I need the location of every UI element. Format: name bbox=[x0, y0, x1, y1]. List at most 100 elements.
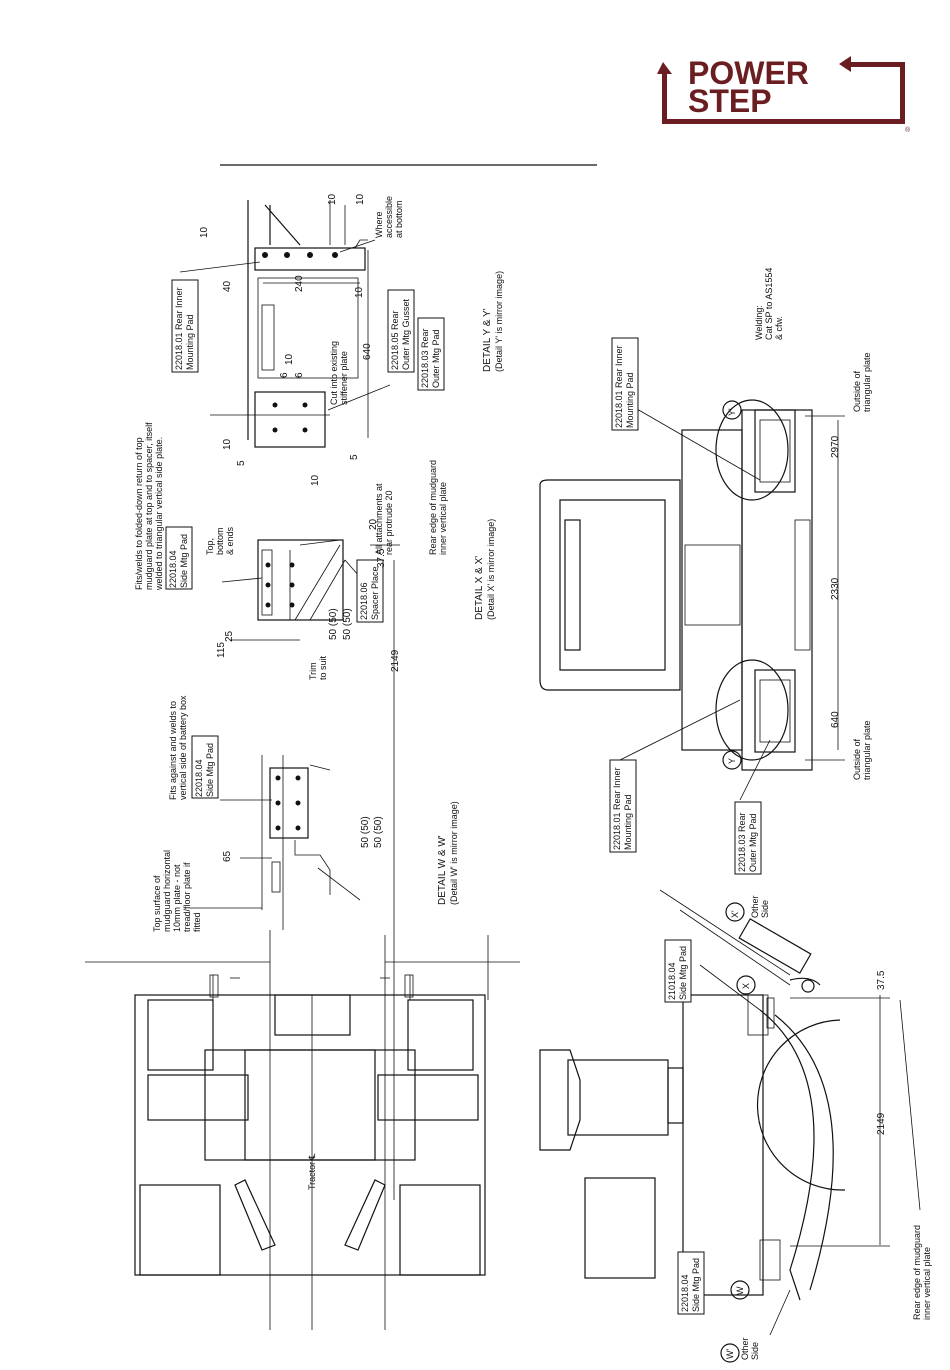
svg-text:at bottom: at bottom bbox=[394, 200, 404, 238]
dim-25: 25 bbox=[224, 630, 235, 642]
svg-text:21018.04: 21018.04 bbox=[667, 962, 677, 1000]
svg-text:Spacer Place: Spacer Place bbox=[370, 566, 380, 620]
svg-text:Side Mtg Pad: Side Mtg Pad bbox=[691, 1258, 701, 1312]
svg-text:Cut into existing: Cut into existing bbox=[329, 341, 339, 405]
tractor-centerline-label: Tractor ℄ bbox=[307, 1153, 317, 1190]
note-other-side-w: Other Side bbox=[740, 1337, 760, 1360]
dim-5-a: 5 bbox=[236, 460, 247, 466]
svg-text:Outside of: Outside of bbox=[852, 738, 862, 780]
svg-text:Outer Mtg Pad: Outer Mtg Pad bbox=[431, 329, 441, 388]
detail-x-title: DETAIL X & X' (Detail X' is mirror image… bbox=[474, 519, 496, 620]
svg-text:mudguard plate at top and to s: mudguard plate at top and to spacer, its… bbox=[144, 422, 154, 590]
note-outside-triangular-b: Outside of triangular plate bbox=[852, 720, 872, 780]
svg-text:Side Mtg Pad: Side Mtg Pad bbox=[678, 946, 688, 1000]
svg-text:Top surface of: Top surface of bbox=[152, 875, 162, 932]
svg-text:22018.03 Rear: 22018.03 Rear bbox=[420, 328, 430, 388]
svg-text:& cfw.: & cfw. bbox=[774, 316, 784, 340]
dim-2149-b: 2149 bbox=[876, 1112, 887, 1135]
label-side-mtg-pad: 22018.04 Side Mtg Pad bbox=[165, 526, 193, 590]
dim-10-c: 10 bbox=[355, 193, 366, 205]
svg-text:Where: Where bbox=[374, 211, 384, 238]
svg-text:Mounting Pad: Mounting Pad bbox=[185, 314, 195, 370]
label-spacer-place: 22018.06 Spacer Place bbox=[356, 559, 384, 623]
svg-text:Fits/welds to folded-down retu: Fits/welds to folded-down return of top bbox=[134, 437, 144, 590]
svg-text:rear protrude 20: rear protrude 20 bbox=[384, 490, 394, 555]
label-rear-outer-mtg-gusset: 22018.05 Rear Outer Mtg Gusset bbox=[387, 289, 415, 373]
svg-text:22018.04: 22018.04 bbox=[680, 1274, 690, 1312]
svg-text:accessible: accessible bbox=[384, 196, 394, 238]
dim-6-b: 6 bbox=[294, 372, 305, 378]
label-side-mtg-pad-c: 22018.04 Side Mtg Pad bbox=[677, 1251, 705, 1315]
dim-2330: 2330 bbox=[830, 577, 841, 600]
dim-50-c: 50 (50) bbox=[360, 816, 371, 848]
svg-text:& ends: & ends bbox=[225, 526, 235, 555]
dim-5-b: 5 bbox=[349, 454, 360, 460]
svg-text:to suit: to suit bbox=[318, 655, 328, 680]
note-fits-against: Fits against and welds to vertical side … bbox=[168, 695, 188, 800]
dim-10-g: 10 bbox=[310, 474, 321, 486]
svg-text:triangular plate: triangular plate bbox=[862, 720, 872, 780]
svg-text:22018.04: 22018.04 bbox=[194, 759, 204, 797]
detail-y-title: DETAIL Y & Y' (Detail Y' is mirror image… bbox=[482, 271, 504, 372]
note-rear-edge-mudguard: Rear edge of mudguard inner vertical pla… bbox=[428, 460, 448, 555]
svg-text:22018.06: 22018.06 bbox=[359, 582, 369, 620]
dim-6-a: 6 bbox=[279, 372, 290, 378]
dim-10-e: 10 bbox=[284, 353, 295, 365]
note-trim-to-suit: Trim to suit bbox=[308, 655, 328, 680]
note-outside-triangular-a: Outside of triangular plate bbox=[852, 352, 872, 412]
dim-640: 640 bbox=[362, 343, 373, 360]
note-all-attachments: All attachments at rear protrude 20 bbox=[374, 483, 394, 555]
svg-text:Other: Other bbox=[750, 895, 760, 918]
label-rear-inner-mounting-pad: 22018.01 Rear Inner Mounting Pad bbox=[171, 279, 199, 373]
svg-text:Outside of: Outside of bbox=[852, 370, 862, 412]
dim-40: 40 bbox=[222, 280, 233, 292]
svg-text:Y': Y' bbox=[727, 408, 737, 416]
svg-text:(Detail Y' is mirror image): (Detail Y' is mirror image) bbox=[494, 271, 504, 372]
note-accessible: Where accessible at bottom bbox=[374, 196, 404, 238]
dim-50-a: 50 (50) bbox=[328, 608, 339, 640]
logo-reg-mark: ® bbox=[905, 126, 911, 132]
svg-text:22018.03 Rear: 22018.03 Rear bbox=[737, 812, 747, 872]
svg-text:Mounting Pad: Mounting Pad bbox=[623, 794, 633, 850]
svg-text:22018.01 Rear Inner: 22018.01 Rear Inner bbox=[614, 345, 624, 428]
label-rear-outer-mtg-pad: 22018.03 Rear Outer Mtg Pad bbox=[417, 317, 445, 391]
note-other-side-x: Other Side bbox=[750, 895, 770, 918]
svg-text:Top,: Top, bbox=[205, 538, 215, 555]
label-rear-outer-mtg-pad-b: 22018.03 Rear Outer Mtg Pad bbox=[734, 801, 762, 875]
svg-text:DETAIL W & W': DETAIL W & W' bbox=[437, 835, 448, 905]
svg-text:22018.01 Rear Inner: 22018.01 Rear Inner bbox=[612, 767, 622, 850]
svg-text:X: X bbox=[741, 983, 751, 989]
svg-text:All attachments at: All attachments at bbox=[374, 483, 384, 555]
callout-y-prime: Y' bbox=[722, 400, 742, 420]
svg-text:Rear edge of mudguard: Rear edge of mudguard bbox=[912, 1225, 922, 1320]
dim-2970: 2970 bbox=[830, 435, 841, 458]
svg-text:fitted: fitted bbox=[192, 912, 202, 932]
callout-x: X bbox=[736, 975, 756, 995]
logo-frame-icon: POWER STEP ® bbox=[657, 55, 911, 134]
svg-text:Welding:: Welding: bbox=[754, 305, 764, 340]
svg-text:vertical side of battery box: vertical side of battery box bbox=[178, 695, 188, 800]
svg-text:Outer Mtg Pad: Outer Mtg Pad bbox=[748, 813, 758, 872]
side-view-assembly bbox=[539, 889, 921, 1336]
svg-text:Cat SP to AS1554: Cat SP to AS1554 bbox=[764, 268, 774, 340]
svg-text:22018.01 Rear Inner: 22018.01 Rear Inner bbox=[174, 287, 184, 370]
dim-10-a: 10 bbox=[199, 226, 210, 238]
plan-view-tractor bbox=[85, 930, 520, 1330]
svg-text:22018.05 Rear: 22018.05 Rear bbox=[390, 310, 400, 370]
label-rear-inner-mounting-pad-b: 22018.01 Rear Inner Mounting Pad bbox=[611, 337, 639, 431]
callout-x-prime: X' bbox=[725, 902, 745, 922]
logo-line2: STEP bbox=[688, 83, 772, 119]
label-side-mtg-pad-d: 21018.04 Side Mtg Pad bbox=[664, 939, 692, 1003]
svg-text:Y: Y bbox=[727, 758, 737, 764]
dim-640-b: 640 bbox=[830, 711, 841, 728]
callout-w-prime: W' bbox=[720, 1343, 740, 1363]
svg-text:22018.04: 22018.04 bbox=[168, 550, 178, 588]
dim-50-d: 50 (50) bbox=[373, 816, 384, 848]
detail-w-title: DETAIL W & W' (Detail W' is mirror image… bbox=[437, 801, 459, 905]
dim-50-b: 50 (50) bbox=[342, 608, 353, 640]
svg-text:inner vertical plate: inner vertical plate bbox=[922, 1247, 932, 1320]
callout-y: Y bbox=[722, 750, 742, 770]
svg-text:Outer Mtg Gusset: Outer Mtg Gusset bbox=[401, 298, 411, 370]
svg-text:Rear edge of mudguard: Rear edge of mudguard bbox=[428, 460, 438, 555]
